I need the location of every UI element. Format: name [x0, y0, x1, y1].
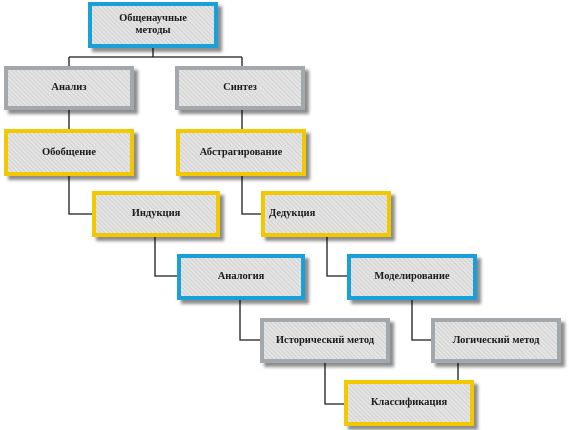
connector-abstraction-deduction — [241, 176, 264, 215]
node-label: Анализ — [51, 82, 87, 93]
connector-root-split — [68, 48, 243, 66]
node-label: Дедукция — [269, 208, 316, 219]
connector-induction-analogy — [154, 237, 178, 277]
node-label: Аналогия — [217, 271, 265, 282]
node-label: Исторический метод — [275, 334, 375, 346]
node-label: Общенаучные методы — [119, 13, 187, 36]
node-general-scientific-methods: Общенаучные методы — [88, 2, 218, 48]
node-label: Моделирование — [374, 271, 450, 282]
connector-modeling-logical — [411, 300, 434, 341]
node-deduction: Дедукция — [261, 191, 391, 237]
node-logical-method: Логический метод — [431, 318, 561, 363]
node-modeling: Моделирование — [347, 254, 477, 300]
node-label: Синтез — [223, 82, 257, 93]
node-analysis: Анализ — [4, 66, 134, 110]
connector-deduction-modeling — [326, 237, 350, 277]
connector-analogy-historical — [239, 300, 262, 341]
node-abstraction: Абстрагирование — [176, 129, 306, 176]
node-label: Логический метод — [452, 334, 540, 346]
node-historical-method: Исторический метод — [260, 318, 390, 363]
node-induction: Индукция — [92, 191, 220, 237]
node-label: Индукция — [131, 208, 181, 219]
node-label: Обобщение — [41, 146, 97, 158]
node-generalization: Обобщение — [4, 129, 134, 176]
connector-historical-classification — [324, 363, 346, 405]
node-label: Классификация — [370, 397, 448, 408]
node-label: Абстрагирование — [199, 146, 283, 158]
node-analogy: Аналогия — [177, 254, 305, 300]
node-classification: Классификация — [344, 380, 474, 426]
node-synthesis: Синтез — [175, 66, 305, 110]
connector-generalization-induction — [68, 176, 92, 215]
